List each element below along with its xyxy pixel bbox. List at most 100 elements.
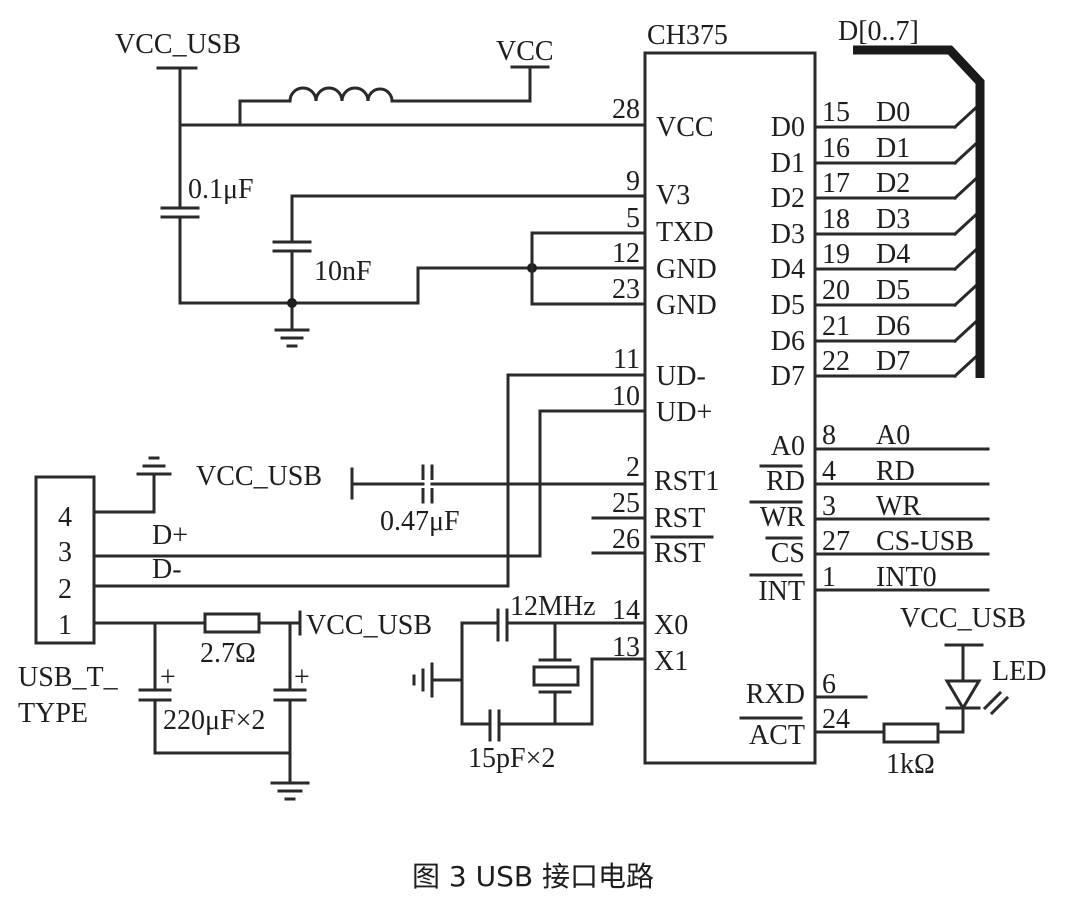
svg-text:9: 9 <box>626 166 640 197</box>
svg-text:RST1: RST1 <box>654 466 719 497</box>
svg-text:RST: RST <box>654 503 705 534</box>
led-label: LED <box>992 656 1046 687</box>
svg-text:+: + <box>160 662 176 693</box>
cap-0-47uF-label: 0.47μF <box>380 506 460 537</box>
cap-0-1uF-label: 0.1μF <box>188 174 254 205</box>
svg-text:D7: D7 <box>771 361 805 392</box>
vcc-usb-label-top: VCC_USB <box>115 29 241 60</box>
vcc-usb-label-rst: VCC_USB <box>196 461 322 492</box>
svg-text:X1: X1 <box>654 646 688 677</box>
resistor-2-7ohm <box>203 612 261 634</box>
pin-13-wire <box>497 657 647 726</box>
svg-text:22: 22 <box>822 346 850 377</box>
svg-text:D5: D5 <box>876 275 910 306</box>
svg-text:CS: CS <box>771 538 805 569</box>
svg-text:GND: GND <box>656 290 717 321</box>
dplus-label: D+ <box>152 520 188 551</box>
svg-text:WR: WR <box>760 502 805 533</box>
cap-15pF-label: 15pF×2 <box>468 743 555 774</box>
cap-220uF-label: 220μF×2 <box>163 705 265 736</box>
svg-text:12: 12 <box>612 238 640 269</box>
vcc-label: VCC <box>496 36 554 67</box>
chip-name: CH375 <box>647 20 728 51</box>
svg-text:D2: D2 <box>876 168 910 199</box>
svg-text:24: 24 <box>822 704 850 735</box>
resistor-1k <box>882 722 940 744</box>
svg-text:1: 1 <box>822 562 836 593</box>
data-bus <box>853 45 985 378</box>
svg-text:V3: V3 <box>656 180 690 211</box>
svg-text:A0: A0 <box>876 420 910 451</box>
svg-text:23: 23 <box>612 274 640 305</box>
connector-type: TYPE <box>18 698 88 729</box>
ch375-chip-body <box>643 51 817 765</box>
svg-text:5: 5 <box>626 203 640 234</box>
svg-text:2: 2 <box>58 574 72 605</box>
svg-text:6: 6 <box>822 669 836 700</box>
svg-text:D4: D4 <box>771 254 805 285</box>
svg-text:RD: RD <box>766 466 805 497</box>
vcc-usb-label-led: VCC_USB <box>900 603 1026 634</box>
svg-text:D1: D1 <box>771 148 805 179</box>
svg-text:D6: D6 <box>876 311 910 342</box>
svg-text:UD+: UD+ <box>656 397 712 428</box>
left-pin-labels: VCC V3 TXD GND GND UD- UD+ RST1 RST RST … <box>654 112 719 677</box>
svg-text:UD-: UD- <box>656 361 706 392</box>
pin-9-wire <box>290 194 647 244</box>
right-pin-nets: D0 D1 D2 D3 D4 D5 D6 D7 A0 RD WR CS-USB … <box>876 97 974 593</box>
light-arrow-icon <box>982 690 1003 711</box>
crystal-12MHz <box>532 665 580 687</box>
svg-text:20: 20 <box>822 275 850 306</box>
svg-text:VCC: VCC <box>656 112 714 143</box>
svg-text:D6: D6 <box>771 326 805 357</box>
junction-dot <box>287 298 297 308</box>
svg-text:D2: D2 <box>771 183 805 214</box>
svg-text:D7: D7 <box>876 346 910 377</box>
figure-caption: 图 3 USB 接口电路 <box>412 860 654 893</box>
svg-text:25: 25 <box>612 488 640 519</box>
svg-text:CS-USB: CS-USB <box>876 526 974 557</box>
svg-text:D3: D3 <box>771 219 805 250</box>
svg-text:21: 21 <box>822 311 850 342</box>
svg-text:10: 10 <box>612 381 640 412</box>
usb-connector <box>34 475 96 645</box>
svg-text:19: 19 <box>822 239 850 270</box>
svg-text:15: 15 <box>822 97 850 128</box>
svg-text:A0: A0 <box>771 431 805 462</box>
svg-text:D5: D5 <box>771 290 805 321</box>
svg-text:17: 17 <box>822 168 850 199</box>
svg-text:TXD: TXD <box>656 217 714 248</box>
right-pin-numbers: 15 16 17 18 19 20 21 22 8 4 3 27 1 6 24 <box>822 97 850 735</box>
svg-text:26: 26 <box>612 524 640 555</box>
svg-text:14: 14 <box>612 595 640 626</box>
svg-text:D1: D1 <box>876 133 910 164</box>
svg-text:WR: WR <box>876 491 921 522</box>
svg-text:INT: INT <box>758 576 805 607</box>
svg-text:D0: D0 <box>876 97 910 128</box>
svg-text:11: 11 <box>613 344 640 375</box>
svg-text:28: 28 <box>612 94 640 125</box>
svg-text:4: 4 <box>822 456 836 487</box>
svg-text:16: 16 <box>822 133 850 164</box>
svg-text:RXD: RXD <box>746 679 805 710</box>
svg-text:18: 18 <box>822 204 850 235</box>
svg-text:X0: X0 <box>654 610 688 641</box>
svg-text:27: 27 <box>822 526 850 557</box>
txd-gnd-wire <box>530 231 647 306</box>
svg-text:D4: D4 <box>876 239 910 270</box>
crystal-label: 12MHz <box>510 591 596 622</box>
led-icon <box>944 679 982 711</box>
overbars <box>739 464 803 720</box>
svg-text:D3: D3 <box>876 204 910 235</box>
svg-text:ACT: ACT <box>749 720 805 751</box>
svg-text:1: 1 <box>58 610 72 641</box>
svg-text:INT0: INT0 <box>876 562 937 593</box>
svg-text:RD: RD <box>876 456 915 487</box>
svg-text:8: 8 <box>822 420 836 451</box>
inductor <box>288 86 394 103</box>
svg-text:3: 3 <box>58 537 72 568</box>
dminus-label: D- <box>152 554 182 585</box>
ud-minus-wire <box>100 373 647 588</box>
svg-text:+: + <box>294 662 310 693</box>
